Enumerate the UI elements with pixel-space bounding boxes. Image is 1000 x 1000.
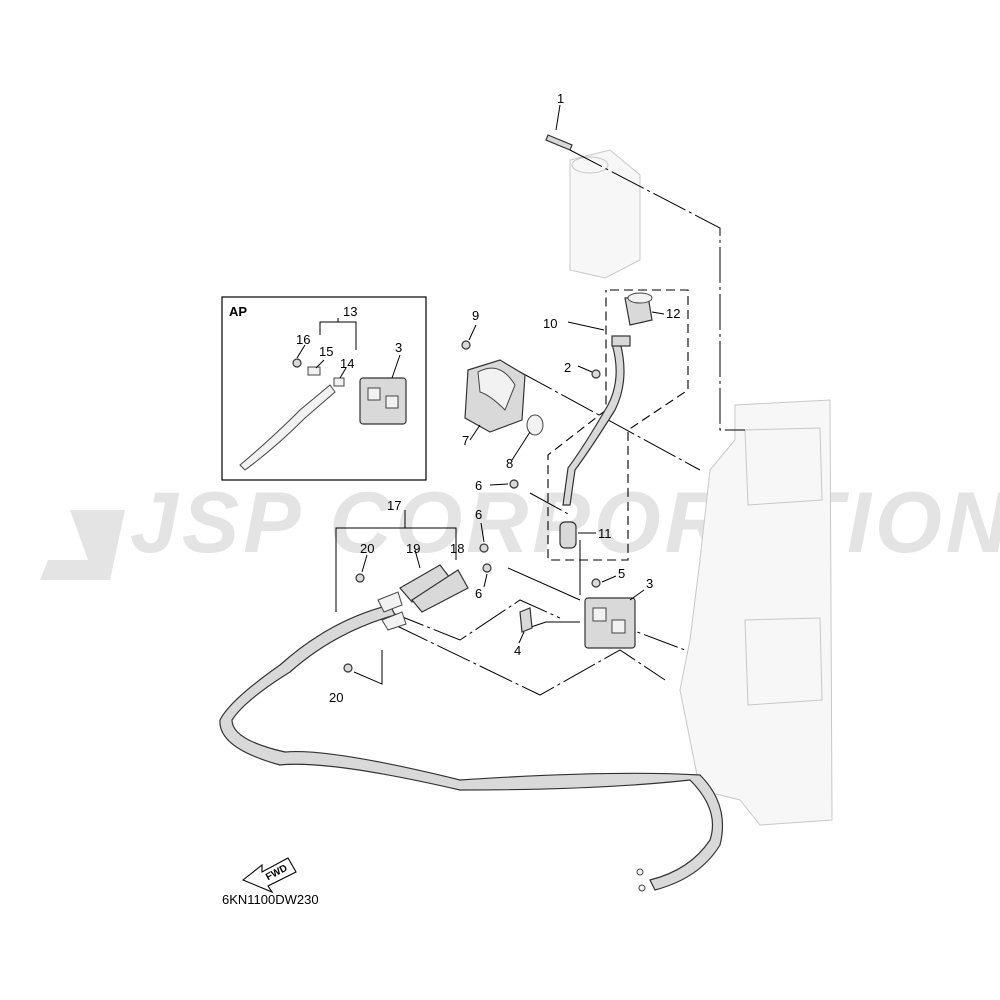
callout-12: 12 [666, 306, 680, 321]
callout-18: 18 [450, 541, 464, 556]
callout-15: 15 [319, 344, 333, 359]
callout-13: 13 [343, 304, 357, 319]
callout-1: 1 [557, 91, 564, 106]
callout-7: 7 [462, 433, 469, 448]
callout-20-bottom: 20 [329, 690, 343, 705]
callout-6-top: 6 [475, 478, 482, 493]
reference-lines [389, 149, 745, 696]
inset-ap: AP [221, 296, 427, 481]
callout-5: 5 [618, 566, 625, 581]
part-11 [559, 521, 596, 549]
callout-3-inset: 3 [395, 340, 402, 355]
callout-11: 11 [598, 526, 612, 541]
callout-8: 8 [506, 456, 513, 471]
bolts-6 [479, 479, 519, 588]
inset-title: AP [229, 304, 247, 319]
covers-18-19 [335, 510, 469, 685]
filter-housing-outline [569, 149, 641, 279]
callout-6-middle: 6 [475, 507, 482, 522]
bracket-3 [584, 589, 645, 649]
harness-cable [219, 591, 724, 892]
part-12 [624, 292, 665, 326]
callout-2: 2 [564, 360, 571, 375]
callout-4: 4 [514, 643, 521, 658]
engine-block-outline [679, 399, 833, 826]
callout-19: 19 [406, 541, 420, 556]
callout-17: 17 [387, 498, 401, 513]
callout-14: 14 [340, 356, 354, 371]
diagram-code: 6KN1100DW230 [222, 892, 319, 907]
part-7-assembly [461, 324, 544, 461]
callout-16: 16 [296, 332, 310, 347]
part-4 [518, 607, 533, 644]
bolt-5 [591, 575, 617, 588]
callout-9: 9 [472, 308, 479, 323]
bolt-1 [545, 104, 573, 151]
callout-3: 3 [646, 576, 653, 591]
callout-20-top: 20 [360, 541, 374, 556]
hose-10 [562, 321, 631, 506]
callout-10: 10 [543, 316, 557, 331]
fwd-arrow-icon: FWD [241, 857, 297, 894]
watermark: JSP CORPORATION [40, 475, 1000, 580]
callouts: 1 2 3 3 4 5 6 6 6 7 8 9 10 11 12 13 14 1… [296, 91, 680, 705]
callout-6-bottom: 6 [475, 586, 482, 601]
